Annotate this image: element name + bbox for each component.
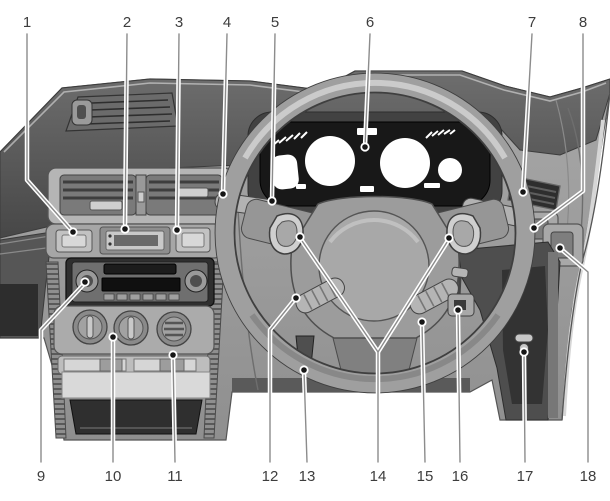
leader-line-5 <box>269 31 278 203</box>
callout-dot-3 <box>172 225 182 235</box>
callout-dot-13 <box>299 365 309 375</box>
tachometer <box>305 136 355 186</box>
callout-label-10: 10 <box>105 468 122 485</box>
storage-bin <box>69 399 203 435</box>
defroster-vent <box>65 92 179 132</box>
vent-slider <box>89 200 123 211</box>
leader-line-4 <box>220 31 230 196</box>
fuel-gauge <box>438 158 462 182</box>
callout-dot-12 <box>291 293 301 303</box>
heater-knob-1 <box>72 309 108 345</box>
cluster-tick-marks <box>271 129 456 147</box>
callout-dot-18 <box>555 243 565 253</box>
heater-knob-2 <box>113 310 149 346</box>
center-stack <box>45 167 233 439</box>
dash-left-end <box>0 231 53 339</box>
callout-dot-4 <box>218 189 228 199</box>
callout-dot-17 <box>519 347 529 357</box>
speedometer <box>380 138 430 188</box>
leader-line-16 <box>455 308 463 465</box>
callout-label-15: 15 <box>417 468 434 485</box>
warning-light-panel <box>271 154 299 190</box>
air-vent-right <box>145 174 223 216</box>
leader-line-14 <box>297 235 452 465</box>
callout-dot-1 <box>68 227 78 237</box>
leader-line-3 <box>174 31 182 232</box>
callout-label-5: 5 <box>271 14 279 31</box>
air-vent-left <box>59 174 137 216</box>
callout-dots <box>68 142 565 375</box>
leader-line-8 <box>532 31 586 230</box>
cassette-slot <box>103 263 177 275</box>
leader-line-12 <box>267 296 298 465</box>
leader-line-15 <box>419 320 428 465</box>
left-air-vents <box>47 167 233 225</box>
leader-line-17 <box>521 350 528 465</box>
leader-line-7 <box>520 31 535 194</box>
heater-slider-row <box>57 355 211 375</box>
callout-dot-5 <box>267 196 277 206</box>
cluster-windows <box>296 128 440 192</box>
radio-display <box>101 277 181 292</box>
leader-line-13 <box>301 368 310 465</box>
switch-3 <box>175 227 211 253</box>
callout-label-14: 14 <box>370 468 387 485</box>
callout-label-8: 8 <box>579 14 587 31</box>
callout-dot-16 <box>453 305 463 315</box>
callout-label-13: 13 <box>299 468 316 485</box>
radio-buttons <box>103 293 180 301</box>
callout-label-4: 4 <box>223 14 231 31</box>
callout-dot-2 <box>120 224 130 234</box>
horn-switch-left <box>268 212 304 255</box>
leader-line-18 <box>558 246 591 465</box>
callout-dot-7 <box>518 187 528 197</box>
storage-tray <box>61 371 211 399</box>
wiper-stalk-lower <box>409 278 459 315</box>
callout-label-7: 7 <box>528 14 536 31</box>
leader-line-2 <box>122 31 130 231</box>
callout-dot-14b <box>444 233 454 243</box>
switch-1 <box>55 229 93 253</box>
callout-label-11: 11 <box>167 468 183 485</box>
leader-line-1 <box>24 31 76 235</box>
horn-switch-right <box>446 212 482 255</box>
callout-labels: 1 2 3 4 5 6 7 8 9 10 11 12 13 14 15 16 1… <box>23 14 597 485</box>
callout-label-17: 17 <box>517 468 534 485</box>
callout-label-18: 18 <box>580 468 597 485</box>
callout-dot-11 <box>168 350 178 360</box>
callout-dot-15 <box>417 317 427 327</box>
leader-line-11 <box>170 353 178 465</box>
callout-label-9: 9 <box>37 468 45 485</box>
callout-label-3: 3 <box>175 14 183 31</box>
heater-control-panel <box>53 305 215 375</box>
leader-lines <box>24 31 591 465</box>
leader-line-6 <box>362 31 373 149</box>
leader-line-9 <box>38 280 88 465</box>
heater-knob-3 <box>156 311 192 347</box>
callout-dot-10 <box>108 332 118 342</box>
vent-slider <box>175 187 209 198</box>
callout-dot-9 <box>80 277 90 287</box>
callout-label-12: 12 <box>262 468 279 485</box>
callout-dot-14a <box>295 232 305 242</box>
callout-dot-6 <box>360 142 370 152</box>
instrument-cluster <box>247 111 503 216</box>
callout-label-2: 2 <box>123 14 131 31</box>
clock-display <box>99 226 171 255</box>
callout-dot-8 <box>529 223 539 233</box>
steering-wheel <box>214 72 536 394</box>
callout-label-6: 6 <box>366 14 374 31</box>
callout-label-16: 16 <box>452 468 469 485</box>
callout-label-1: 1 <box>23 14 31 31</box>
